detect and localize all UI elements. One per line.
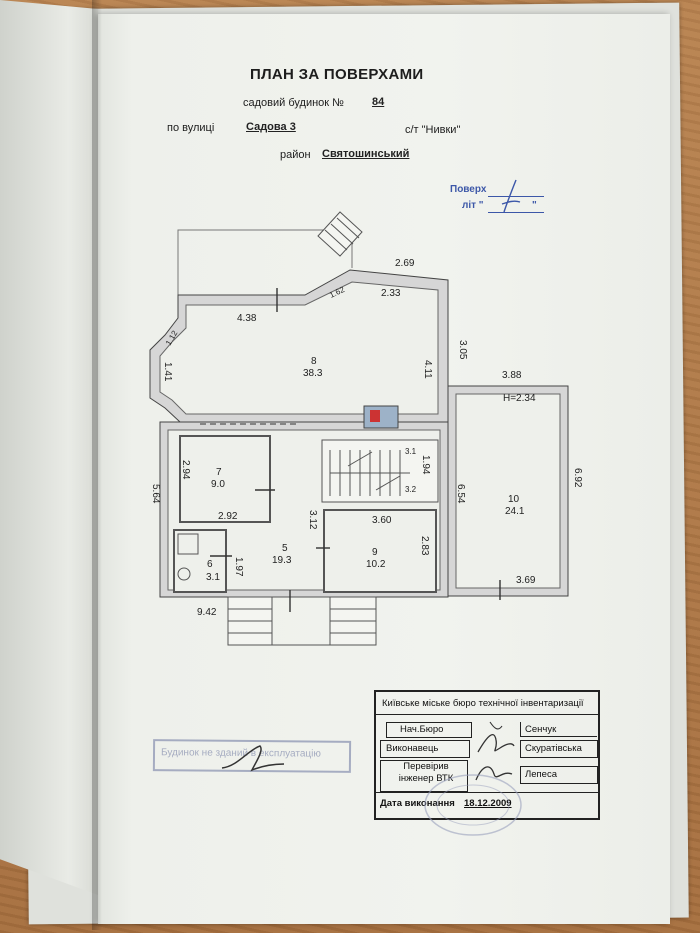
dim-label: 2.69 (395, 258, 415, 269)
house-number: 84 (372, 96, 385, 108)
dim-label: 1.97 (233, 557, 244, 577)
room-number: 7 (216, 467, 222, 478)
room-area: 9.0 (211, 479, 225, 490)
role-checker: Перевірив інженер ВТК (398, 761, 454, 784)
floor-stamp: Поверх літ " " (450, 179, 544, 213)
round-seal-icon (424, 774, 522, 836)
dim-label: 3.05 (457, 340, 468, 360)
street-label: по вулиці (167, 122, 215, 134)
name-checker: Лепеса (525, 769, 557, 780)
signature-icon (221, 745, 285, 772)
coop-label: с/т "Нивки" (405, 124, 461, 136)
floor-stamp-line2a: літ " (462, 200, 484, 211)
room-number: 6 (207, 559, 213, 570)
dim-label: 1.94 (420, 455, 431, 475)
dim-label: 9.42 (197, 607, 217, 618)
house-label: садовий будинок № (243, 97, 344, 109)
dim-label: 2.94 (180, 460, 191, 480)
dim-label: 3.60 (372, 515, 392, 526)
room-number: 8 (311, 356, 317, 367)
room-area: 24.1 (505, 506, 525, 517)
date-label: Дата виконання (380, 798, 455, 809)
floor-stamp-line2b: " (532, 200, 537, 211)
room-area: 38.3 (303, 368, 323, 379)
dim-label: 2.83 (419, 536, 430, 556)
district-value: Святошинський (322, 148, 410, 160)
street-value: Садова 3 (246, 121, 296, 133)
room-area: 10.2 (366, 559, 386, 570)
dim-label: H=2.34 (503, 393, 536, 404)
name-head: Сенчук (525, 724, 557, 735)
binding-shadow (92, 0, 102, 930)
dim-label: 1.41 (162, 362, 173, 382)
dim-label: 6.92 (572, 468, 583, 488)
dim-label: 3.69 (516, 575, 536, 586)
room-number: 9 (372, 547, 378, 558)
dim-label: 2.92 (218, 511, 238, 522)
room-area: 3.1 (206, 572, 220, 583)
dim-label: 3.88 (502, 370, 522, 381)
room-number: 5 (282, 543, 288, 554)
district-label: район (280, 149, 311, 161)
page-title: ПЛАН ЗА ПОВЕРХАМИ (250, 66, 424, 83)
bti-stamp: Київське міське бюро технічної інвентари… (374, 690, 600, 820)
dim-label: 6.54 (455, 484, 466, 504)
left-page (0, 0, 98, 895)
date-value: 18.12.2009 (464, 798, 512, 809)
floor-handwriting-icon (501, 179, 521, 213)
dim-label: 4.38 (237, 313, 257, 324)
bti-org: Київське міське бюро технічної інвентари… (382, 698, 584, 709)
room-labels: 8 38.3 7 9.0 10 24.1 5 19.3 9 10.2 6 3.1 (206, 356, 525, 583)
role-executor: Виконавець (386, 743, 439, 754)
dim-label: 2.33 (381, 288, 401, 299)
dim-label: 3.12 (307, 510, 318, 530)
dim-label: 3.1 (405, 447, 417, 456)
signatures-icon (475, 721, 515, 781)
dim-label: 4.11 (422, 360, 433, 379)
room-number: 10 (508, 494, 520, 505)
dim-label: 5.64 (150, 484, 161, 504)
room-area: 19.3 (272, 555, 292, 566)
role-head: Нач.Бюро (400, 724, 444, 735)
name-executor: Скуратівська (525, 743, 582, 754)
dim-label: 3.2 (405, 485, 417, 494)
floor-stamp-line1: Поверх (450, 184, 487, 195)
